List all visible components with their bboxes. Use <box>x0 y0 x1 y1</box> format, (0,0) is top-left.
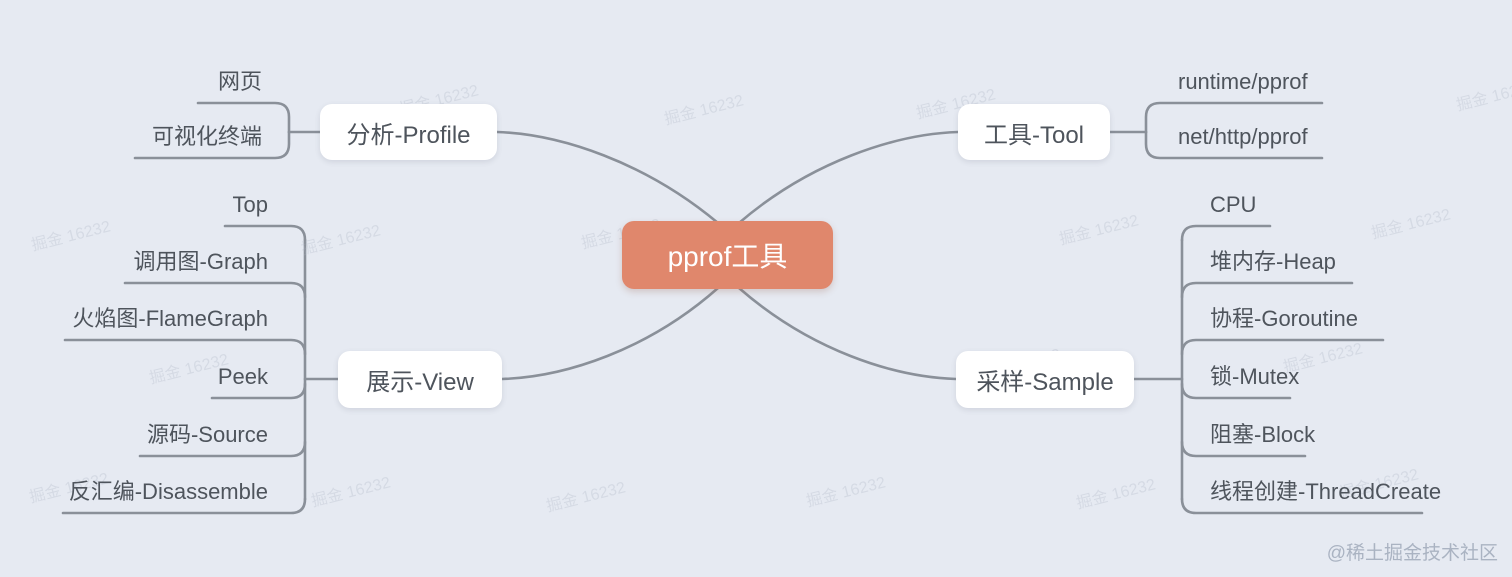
subtopic-visual-terminal[interactable]: 可视化终端 <box>151 124 262 149</box>
watermark-tile: 掘金 16232 <box>1454 78 1512 115</box>
subtopic-block[interactable]: 阻塞-Block <box>1210 422 1316 447</box>
subtopic-top[interactable]: Top <box>232 192 268 217</box>
subtopic-peek[interactable]: Peek <box>217 364 268 389</box>
subtopic-webpage[interactable]: 网页 <box>217 69 262 94</box>
line-view-child-1 <box>123 281 307 299</box>
subtopic-graph[interactable]: 调用图-Graph <box>133 249 268 274</box>
curve-center-sample <box>737 286 958 381</box>
subtopic-runtime-pprof[interactable]: runtime/pprof <box>1178 69 1308 94</box>
subtopic-heap[interactable]: 堆内存-Heap <box>1210 249 1336 274</box>
subtopic-net-http-pprof[interactable]: net/http/pprof <box>1178 124 1308 149</box>
topic-view[interactable]: 展示-View <box>338 351 502 408</box>
subtopic-flamegraph[interactable]: 火焰图-FlameGraph <box>72 306 268 331</box>
line-sample-child-2 <box>1180 338 1385 356</box>
curve-center-profile <box>495 130 720 225</box>
line-sample-child-0 <box>1180 224 1272 242</box>
watermark-tile: 掘金 16232 <box>299 222 383 259</box>
watermark-tile: 掘金 16232 <box>29 218 113 255</box>
subtopic-goroutine[interactable]: 协程-Goroutine <box>1210 306 1358 331</box>
topic-sample[interactable]: 采样-Sample <box>956 351 1134 408</box>
subtopic-cpu[interactable]: CPU <box>1210 192 1257 217</box>
watermark-tile: 掘金 16232 <box>662 92 746 129</box>
line-view-child-2 <box>63 338 307 356</box>
topic-tool[interactable]: 工具-Tool <box>958 104 1110 160</box>
topic-profile[interactable]: 分析-Profile <box>320 104 497 160</box>
subtopic-threadcreate[interactable]: 线程创建-ThreadCreate <box>1210 479 1442 504</box>
line-view-child-0 <box>223 224 307 242</box>
line-sample-child-1 <box>1180 281 1354 299</box>
watermark-tile: 掘金 16232 <box>1369 206 1453 243</box>
curve-center-tool <box>737 130 960 225</box>
curve-center-view <box>500 286 720 381</box>
subtopic-disassemble[interactable]: 反汇编-Disassemble <box>68 479 268 504</box>
juejin-community-watermark: @稀土掘金技术社区 <box>1326 543 1498 564</box>
watermark-tile: 掘金 16232 <box>309 474 393 511</box>
subtopic-mutex[interactable]: 锁-Mutex <box>1210 364 1300 389</box>
central-topic-pprof[interactable]: pprof工具 <box>622 221 833 289</box>
watermark-tile: 掘金 16232 <box>1057 212 1141 249</box>
watermark-tile: 掘金 16232 <box>804 474 888 511</box>
watermark-tile: 掘金 16232 <box>1074 476 1158 513</box>
watermark-tile: 掘金 16232 <box>544 479 628 516</box>
subtopic-source[interactable]: 源码-Source <box>146 422 268 447</box>
